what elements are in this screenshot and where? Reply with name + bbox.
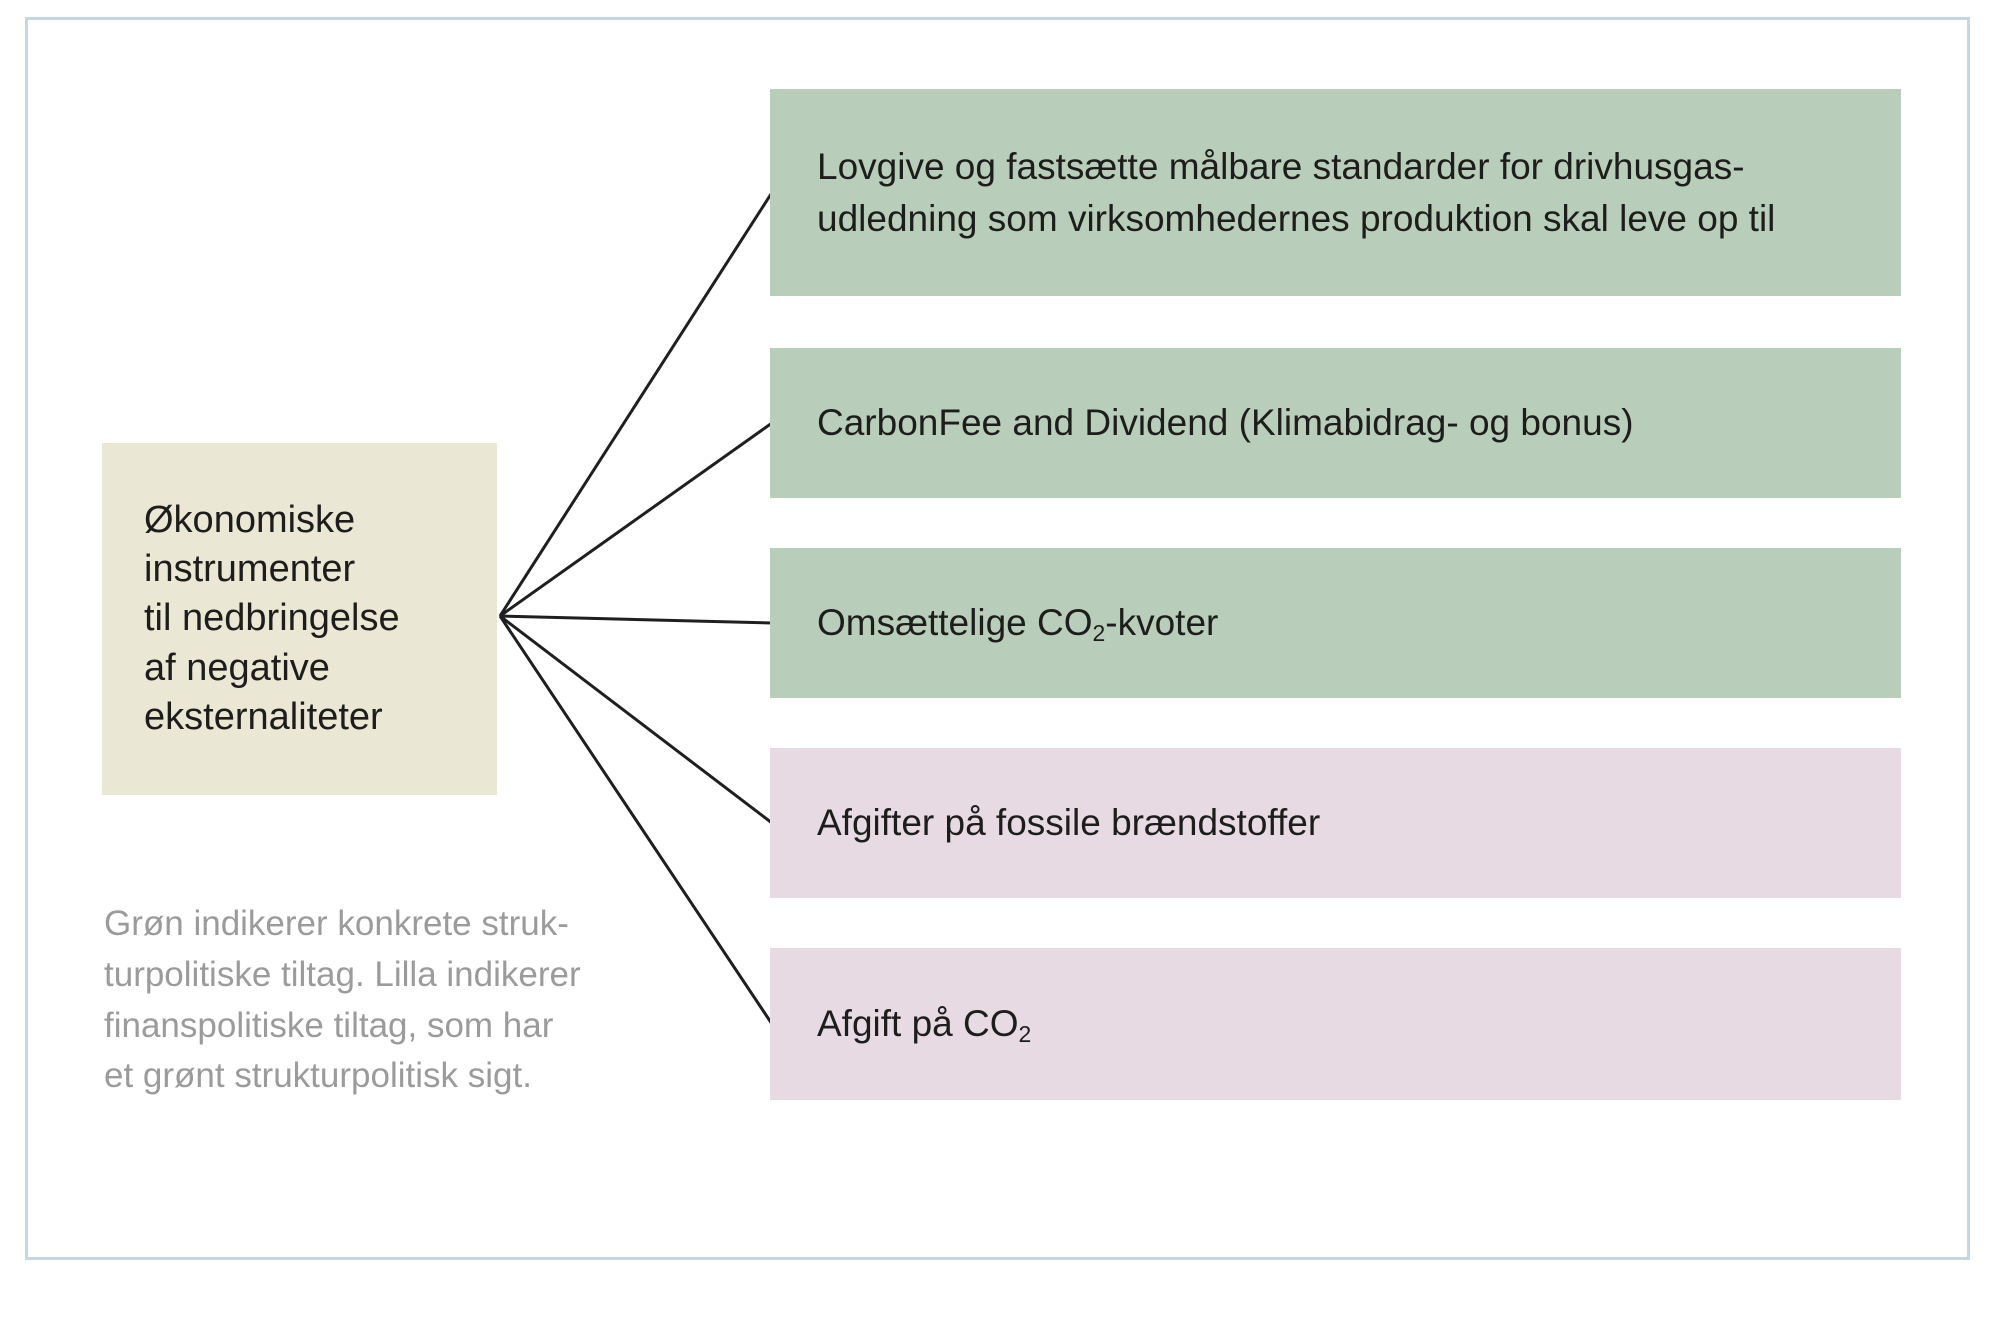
instrument-node-2: CarbonFee and Dividend (Klimabidrag- og …	[770, 348, 1901, 498]
root-node-label-line: til nedbringelse	[144, 597, 400, 640]
legend-caption: Grøn indikerer konkrete struk-turpolitis…	[104, 899, 581, 1102]
root-node-label-line: Økonomiske	[144, 498, 356, 541]
instrument-node-1: Lovgive og fastsætte målbare standarder …	[770, 89, 1901, 296]
root-node-label-line: af negative	[144, 646, 330, 689]
instrument-node-label: Omsættelige CO2-kvoter	[817, 602, 1219, 646]
legend-caption-line: finanspolitiske tiltag, som har	[104, 1005, 554, 1045]
instrument-node-label: CarbonFee and Dividend (Klimabidrag- og …	[817, 402, 1634, 444]
legend-caption-line: et grønt strukturpolitisk sigt.	[104, 1056, 532, 1096]
figure-frame	[25, 17, 1970, 1260]
instrument-node-label: Afgifter på fossile brændstoffer	[817, 802, 1321, 844]
subscript-2: 2	[1092, 619, 1106, 646]
instrument-node-3: Omsættelige CO2-kvoter	[770, 548, 1901, 698]
root-node: Økonomiske instrumenter til nedbringelse af…	[102, 443, 497, 795]
instrument-node-label: udledning som virksomhedernes produktion…	[817, 197, 1776, 239]
subscript-2: 2	[1018, 1020, 1032, 1047]
root-node-label-line: instrumenter	[144, 547, 356, 590]
legend-caption-line: turpolitiske tiltag. Lilla indikerer	[104, 954, 581, 994]
instrument-node-4: Afgifter på fossile brændstoffer	[770, 748, 1901, 898]
instrument-node-label: Lovgive og fastsætte målbare standarder …	[817, 146, 1745, 188]
instrument-node-5: Afgift på CO2	[770, 948, 1901, 1100]
instrument-node-label: Afgift på CO2	[817, 1003, 1032, 1047]
legend-caption-line: Grøn indikerer konkrete struk-	[104, 904, 569, 943]
root-node-label-line: eksternaliteter	[144, 696, 383, 739]
